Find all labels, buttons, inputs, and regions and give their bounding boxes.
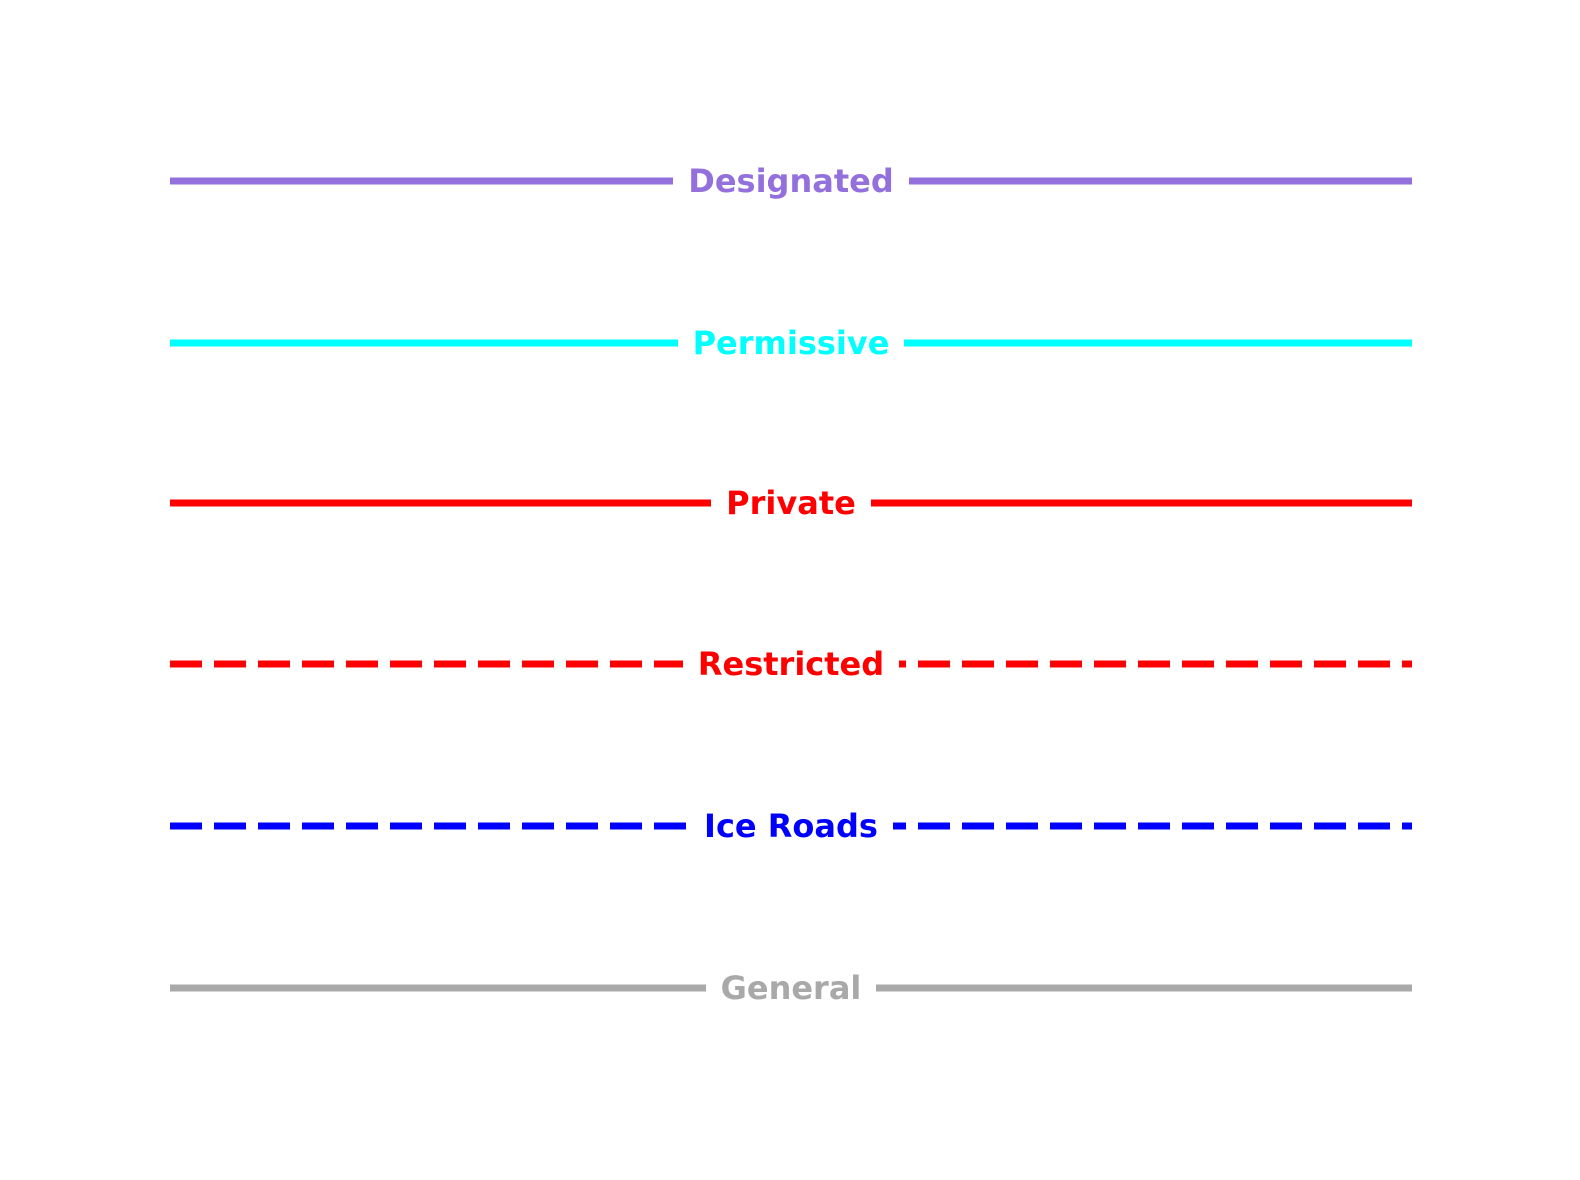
- legend-row: Ice Roads: [170, 796, 1412, 856]
- legend-row: General: [170, 958, 1412, 1018]
- legend-label: Ice Roads: [689, 810, 893, 842]
- legend-row: Permissive: [170, 313, 1412, 373]
- legend-label: Permissive: [677, 327, 905, 359]
- legend-row: Private: [170, 473, 1412, 533]
- legend-label: Restricted: [682, 648, 900, 680]
- legend-label: Private: [711, 487, 871, 519]
- legend-row: Designated: [170, 151, 1412, 211]
- legend-row: Restricted: [170, 634, 1412, 694]
- legend-label: Designated: [673, 165, 909, 197]
- legend-label: General: [705, 972, 877, 1004]
